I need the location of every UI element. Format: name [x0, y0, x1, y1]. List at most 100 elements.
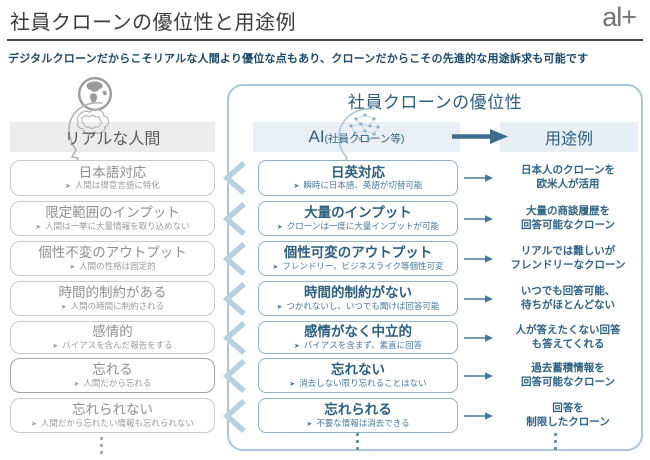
usage-line: 欧米人が活用	[536, 178, 600, 190]
bullet-arrow-icon: ➤	[272, 263, 279, 271]
chevron-left-icon	[222, 160, 246, 196]
ai-advantage-title: 大量のインプット	[304, 205, 412, 221]
human-trait-box: 日本語対応 ➤人間は得意言語に特化	[10, 160, 215, 196]
human-trait-title: 個性不変のアウトプット	[38, 245, 187, 261]
usage-line: も答えてくれる	[531, 337, 605, 350]
arrow-right-icon	[464, 333, 493, 342]
ai-advantage-sub-text: つかれないし、いつでも聞けば回答可能	[286, 300, 440, 311]
ai-advantage-box: 時間的制約がない ➤つかれないし、いつでも聞けば回答可能	[258, 281, 458, 316]
comparison-row: 個性不変のアウトプット➤人間の性格は固定的個性可変のアウトプット➤フレンドリー、…	[0, 241, 650, 276]
ai-advantage-title: 個性可変のアウトプット	[283, 245, 433, 261]
usage-line: 日本人のクローンを	[521, 164, 615, 177]
usage-example-text: 日本人のクローンを欧米人が活用	[494, 160, 642, 196]
comparison-row: 感情的➤バイアスを含んだ報告をする感情がなく中立的➤バイアスを含まず、素直に回答…	[0, 320, 650, 355]
usage-line: リアルでは難しいが	[520, 244, 616, 257]
human-trait-title: 感情的	[92, 324, 133, 340]
usage-line: 過去蓄積情報を	[531, 361, 605, 374]
ai-advantage-box: 大量のインプット➤クローンは一度に大量インプットが可能	[258, 201, 458, 236]
human-trait-box: 忘れられない ➤人間だから忘れたい情報も忘れられない	[10, 398, 215, 433]
human-trait-sub: ➤人間は一挙に大量情報を取り込めない	[35, 221, 189, 232]
advantage-panel-title: 社員クローンの優位性	[347, 93, 523, 112]
human-trait-title: 忘れられない	[72, 402, 153, 418]
globe-icon	[77, 76, 113, 117]
usage-line: 待ちがほとんどない	[521, 298, 615, 311]
arrow-right-icon	[452, 129, 508, 149]
ai-advantage-title: 日英対応	[331, 164, 385, 180]
ai-advantage-box: 日英対応➤瞬時に日本語、英語が切替可能	[258, 160, 458, 196]
ai-header-main: AI	[308, 127, 325, 146]
human-trait-box: 感情的➤バイアスを含んだ報告をする	[10, 321, 215, 354]
usage-example-text: 回答を制限したクローン	[494, 398, 642, 433]
bullet-arrow-icon: ➤	[306, 420, 313, 428]
ai-column-header: AI(社員クローン等)	[253, 122, 460, 152]
arrow-right-icon	[464, 174, 493, 182]
human-trait-sub-text: 人間だから忘れたい情報も忘れられない	[40, 417, 194, 428]
bullet-arrow-icon: ➤	[31, 420, 37, 428]
comparison-row: 時間的制約がある➤人間の時間に制約される時間的制約がない➤つかれないし、いつでも…	[0, 281, 650, 316]
usage-example-text: 大量の商談履歴を回答可能なクローン	[494, 201, 642, 236]
usage-line: 人が答えたくない回答	[515, 323, 621, 336]
ai-advantage-box: 個性可変のアウトプット➤フレンドリー、ビジネスライク等個性可変	[258, 241, 458, 276]
bullet-arrow-icon: ➤	[73, 380, 80, 388]
bullet-arrow-icon: ➤	[60, 303, 67, 311]
bullet-arrow-icon: ➤	[35, 223, 42, 231]
comparison-row: 忘れる➤人間だから忘れる忘れない➤消去しない限り忘れることはない過去蓄積情報を回…	[0, 358, 650, 393]
arrow-right-icon	[464, 214, 493, 223]
ai-header-note: (社員クローン等)	[324, 132, 405, 145]
bullet-arrow-icon: ➤	[289, 380, 296, 388]
ai-advantage-title: 感情がなく中立的	[304, 324, 412, 340]
human-trait-sub: ➤人間だから忘れる	[74, 378, 152, 389]
bullet-arrow-icon: ➤	[293, 342, 300, 350]
ai-column-header-bar	[253, 122, 460, 152]
ai-advantage-sub-text: バイアスを含まず、素直に回答	[303, 339, 423, 350]
advantage-panel	[227, 84, 643, 451]
bullet-arrow-icon: ➤	[69, 263, 76, 271]
human-trait-box: 個性不変のアウトプット➤人間の性格は固定的	[10, 241, 215, 276]
human-column-header: リアルな人間	[64, 131, 161, 148]
usage-line: 大量の商談履歴を	[526, 204, 610, 217]
ai-advantage-title: 時間的制約がない	[304, 285, 412, 301]
human-trait-title: 限定範囲のインプット	[45, 205, 180, 221]
comparison-row: 忘れられない➤人間だから忘れたい情報も忘れられない忘れられる➤不要な情報は消去で…	[0, 398, 650, 433]
usage-example-text: いつでも回答可能、待ちがほとんどない	[494, 281, 642, 316]
human-trait-sub-text: 人間だから忘れる	[83, 377, 152, 388]
ai-advantage-sub: ➤フレンドリー、ビジネスライク等個性可変	[272, 261, 443, 272]
slide-subtitle: デジタルクローンだからこそリアルな人間より優位な点もあり、クローンだからこその先…	[8, 53, 589, 65]
human-trait-sub-text: バイアスを含んだ報告をする	[62, 339, 173, 350]
arrow-right-icon	[464, 294, 493, 303]
ai-advantage-sub: ➤消去しない限り忘れることはない	[289, 378, 426, 389]
chevron-left-icon	[222, 320, 246, 355]
ellipsis-icon	[554, 433, 557, 450]
ai-advantage-sub: ➤クローンは一度に大量インプットが可能	[277, 221, 439, 232]
ai-advantage-sub-text: クローンは一度に大量インプットが可能	[286, 220, 440, 231]
usage-column-header: 用途例	[544, 131, 593, 148]
usage-line: 制限したクローン	[526, 415, 610, 428]
chevron-left-icon	[222, 358, 246, 393]
ai-advantage-title: 忘れない	[331, 362, 385, 378]
usage-line: 回答可能なクローン	[521, 218, 615, 231]
arrow-right-icon	[464, 411, 493, 420]
ai-advantage-sub: ➤不要な情報は消去できる	[306, 418, 409, 429]
ai-advantage-box: 忘れられる➤不要な情報は消去できる	[258, 398, 458, 433]
arrow-right-icon	[464, 254, 493, 263]
bullet-arrow-icon: ➤	[65, 183, 71, 191]
human-trait-sub-text: 人間は得意言語に特化	[74, 180, 160, 191]
human-trait-title: 日本語対応	[78, 164, 147, 180]
human-trait-box: 限定範囲のインプット➤人間は一挙に大量情報を取り込めない	[10, 201, 215, 236]
usage-line: フレンドリーなクローン	[510, 258, 626, 271]
chevron-left-icon	[222, 241, 246, 276]
chevron-left-icon	[222, 281, 246, 316]
bullet-arrow-icon: ➤	[276, 223, 283, 231]
chevron-left-icon	[222, 201, 246, 236]
human-trait-title: 時間的制約がある	[58, 285, 167, 301]
bullet-arrow-icon: ➤	[276, 303, 283, 311]
bullet-arrow-icon: ➤	[293, 183, 300, 191]
ai-advantage-sub-text: 消去しない限り忘れることはない	[299, 377, 427, 388]
human-trait-title: 忘れる	[92, 362, 133, 378]
human-column-header-bar	[10, 122, 215, 152]
human-trait-sub-text: 人間の時間に制約される	[70, 300, 165, 311]
ai-advantage-sub: ➤バイアスを含まず、素直に回答	[294, 340, 422, 351]
ai-advantage-sub-text: フレンドリー、ビジネスライク等個性可変	[282, 260, 444, 271]
usage-line: いつでも回答可能、	[520, 284, 616, 297]
